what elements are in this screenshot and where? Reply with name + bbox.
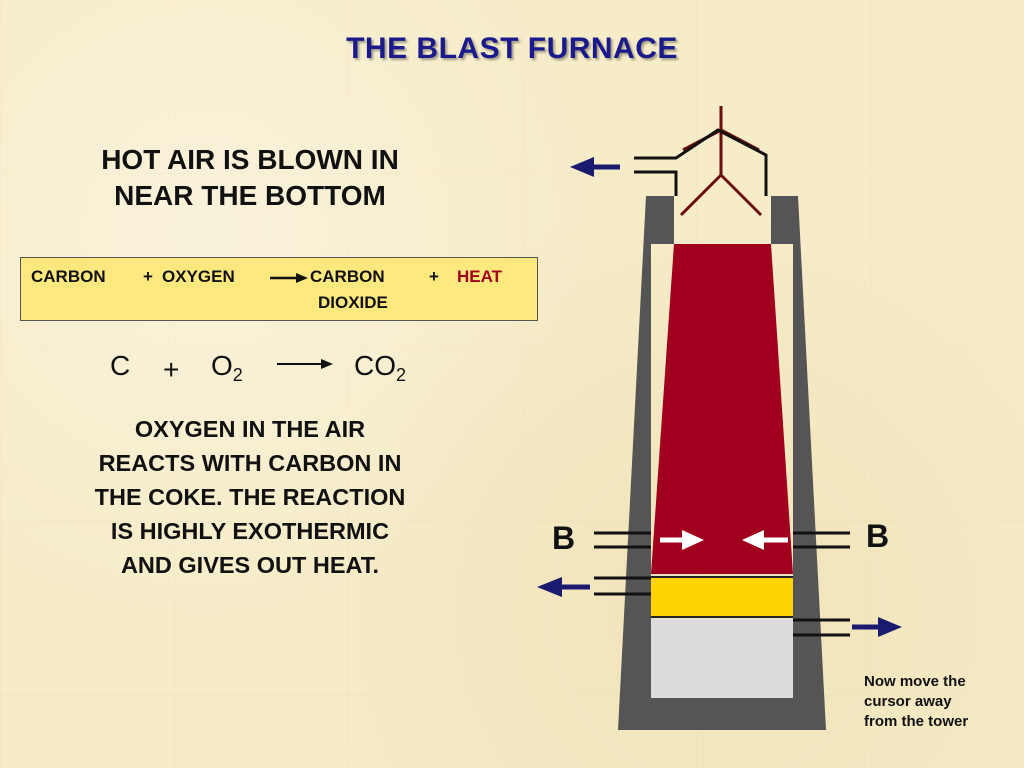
word-product-line1: CARBON: [310, 267, 385, 286]
hot-air-arrow-right: [742, 530, 788, 550]
heading-line: HOT AIR IS BLOWN IN: [101, 144, 399, 175]
heading-line: NEAR THE BOTTOM: [114, 180, 386, 211]
explanation-line: OXYGEN IN THE AIR: [134, 416, 366, 442]
explanation-line: REACTS WITH CARBON IN: [98, 450, 402, 476]
slag-layer: [651, 578, 793, 616]
word-product-line2: DIOXIDE: [318, 293, 388, 312]
word-reactant-carbon: CARBON: [31, 267, 106, 286]
hopper: [679, 106, 763, 217]
explanation-line: AND GIVES OUT HEAT.: [120, 552, 380, 578]
note-line: cursor away: [864, 693, 952, 710]
tuyere-right: [793, 531, 850, 549]
note-line: from the tower: [864, 713, 969, 730]
symbol-oxygen: O2: [211, 350, 243, 386]
symbol-carbon: C: [110, 350, 131, 381]
furnace-wall: [618, 196, 826, 730]
word-plus: +: [143, 267, 153, 286]
iron-layer: [651, 619, 793, 698]
symbol-product-letters: CO: [354, 350, 396, 381]
furnace-charge: [651, 244, 793, 574]
word-heat: HEAT: [457, 267, 503, 286]
word-equation-box: CARBON + OXYGEN CARBON DIOXIDE + HEAT: [20, 257, 538, 321]
word-equation-arrow: [270, 273, 308, 283]
tuyere-left: [594, 531, 651, 549]
symbol-oxygen-letter: O: [211, 350, 233, 381]
slag-outlet-pipe: [594, 576, 651, 596]
instruction-note: Now move the cursor away from the tower: [864, 672, 1014, 732]
hot-air-arrow-left: [660, 530, 704, 550]
word-plus: +: [429, 267, 439, 286]
top-gas-arrow: [570, 157, 620, 177]
symbol-product-subscript: 2: [396, 365, 407, 385]
heading: HOT AIR IS BLOWN IN NEAR THE BOTTOM: [40, 142, 460, 214]
explanation-text: OXYGEN IN THE AIR REACTS WITH CARBON IN …: [50, 412, 450, 582]
symbol-oxygen-subscript: 2: [232, 365, 243, 385]
tuyere-label-right: B: [866, 518, 890, 554]
slag-outlet-arrow: [537, 577, 590, 597]
symbol-product: CO2: [354, 350, 406, 386]
explanation-line: IS HIGHLY EXOTHERMIC: [110, 518, 390, 544]
word-reactant-oxygen: OXYGEN: [162, 267, 235, 286]
slide-title: THE BLAST FURNACE: [346, 32, 678, 65]
iron-outlet-pipe: [793, 618, 850, 637]
explanation-line: THE COKE. THE REACTION: [94, 484, 406, 510]
iron-outlet-arrow: [852, 617, 902, 637]
top-gas-pipe: [634, 128, 768, 196]
tuyere-label-left: B: [552, 520, 576, 556]
symbol-plus: +: [163, 354, 180, 385]
note-line: Now move the: [864, 673, 966, 690]
symbol-equation-arrow: [277, 359, 333, 369]
